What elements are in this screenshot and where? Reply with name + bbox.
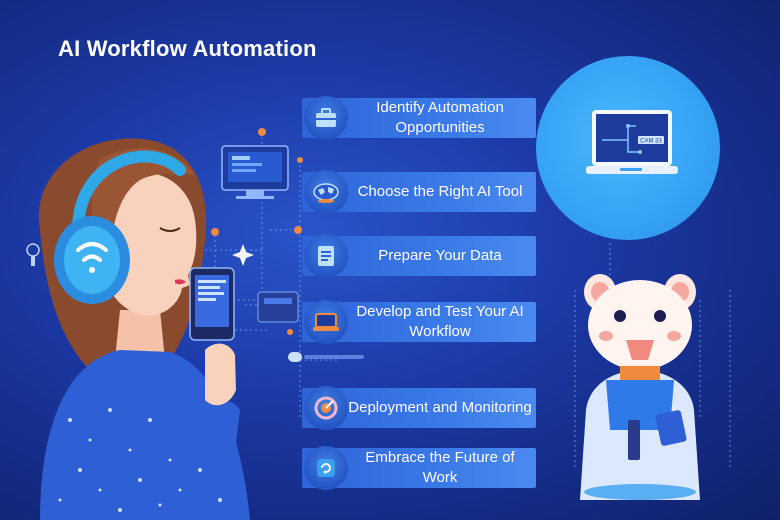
step-deployment-monitoring: Deployment and Monitoring — [302, 386, 536, 430]
step-identify-automation: Identify Automation Opportunities — [302, 96, 536, 140]
laptop-circle: CAM 33 — [536, 56, 720, 240]
step-label: Identify Automation Opportunities — [376, 99, 504, 136]
document-icon — [304, 234, 348, 278]
step-label: Develop and Test Your AI Workflow — [356, 303, 524, 340]
step-label: Deployment and Monitoring — [348, 399, 532, 416]
robot-bear-illustration — [580, 274, 700, 500]
step-label: Prepare Your Data — [378, 247, 502, 264]
laptop-badge: CAM 33 — [640, 139, 662, 145]
briefcase-icon — [304, 96, 348, 140]
step-label: Choose the Right AI Tool — [357, 183, 523, 200]
step-embrace-future: Embrace the Future of Work — [302, 446, 536, 490]
refresh-icon — [304, 446, 348, 490]
step-choose-tool: Choose the Right AI Tool — [302, 170, 536, 214]
laptop-illustration: CAM 33 — [586, 110, 678, 174]
step-develop-test: Develop and Test Your AI Workflow — [302, 300, 536, 344]
gauge-icon — [304, 386, 348, 430]
globe-icon — [304, 170, 348, 214]
laptop-icon — [304, 300, 348, 344]
step-prepare-data: Prepare Your Data — [302, 234, 536, 278]
page-title: AI Workflow Automation — [58, 36, 317, 61]
step-label: Embrace the Future of Work — [365, 449, 515, 486]
woman-with-headphones-illustration — [38, 138, 250, 520]
